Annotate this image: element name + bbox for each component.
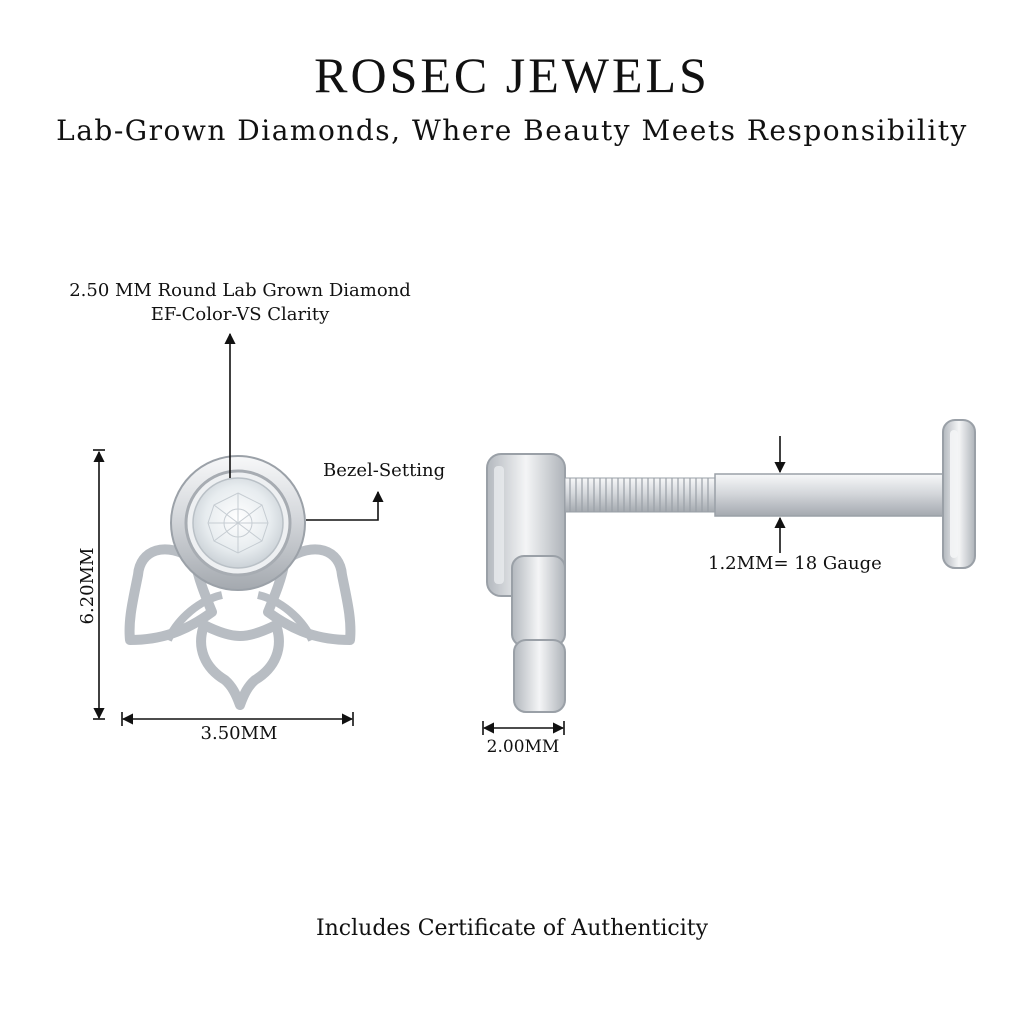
right-petal-inner (256, 591, 316, 642)
flat-back-disc (942, 419, 976, 569)
depth-label: 2.00MM (486, 737, 560, 757)
certificate-note: Includes Certificate of Authenticity (315, 916, 709, 941)
side-dimensions (482, 436, 786, 735)
front-view-earring (124, 455, 356, 710)
setting-callout-arrow (306, 490, 384, 521)
brand-title: ROSEC JEWELS (314, 47, 710, 103)
smooth-post (714, 473, 952, 517)
side-petal-block-lower (513, 639, 566, 713)
left-petal-inner (164, 591, 224, 642)
setting-label: Bezel-Setting (323, 460, 446, 481)
side-view-earring (486, 419, 976, 713)
brand-tagline: Lab-Grown Diamonds, Where Beauty Meets R… (56, 114, 968, 147)
front-dimensions (93, 332, 384, 726)
diamond-facets (207, 492, 269, 554)
height-label: 6.20MM (77, 547, 98, 625)
center-petal (196, 620, 284, 710)
width-label: 3.50MM (200, 723, 278, 744)
thread-lines (569, 478, 709, 512)
stone-label-line2: EF-Color-VS Clarity (150, 304, 330, 325)
stone-label-line1: 2.50 MM Round Lab Grown Diamond (69, 280, 411, 301)
gauge-label: 1.2MM= 18 Gauge (708, 553, 882, 574)
side-petal-block-upper (511, 555, 566, 647)
